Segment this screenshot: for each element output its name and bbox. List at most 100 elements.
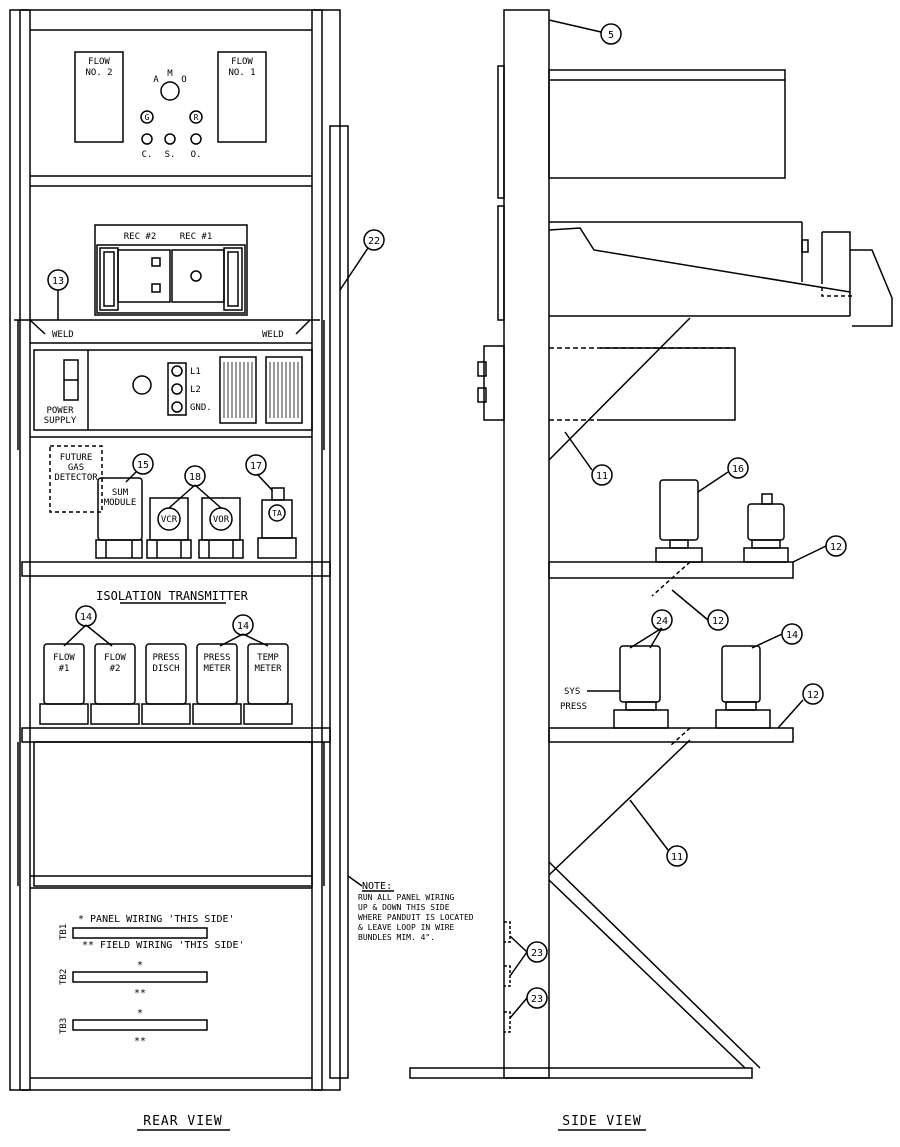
pushbutton-c [141, 133, 153, 145]
callout-24 [651, 609, 673, 631]
power-supply-module [33, 349, 313, 431]
flow-2-line2: #2 [110, 664, 121, 674]
ta-label: TA [272, 509, 282, 518]
tb3-label: TB3 [59, 1018, 69, 1034]
flow-indicator-1 [217, 51, 267, 143]
flow-indicator-side [548, 69, 786, 179]
heat-sink-1 [219, 356, 257, 424]
right-rail [311, 9, 323, 1091]
note-line-1: RUN ALL PANEL WIRING [358, 893, 455, 902]
sys-press-line1: SYS [564, 687, 580, 697]
callout-14b-text: 14 [237, 621, 249, 632]
callout-22 [363, 229, 385, 251]
selector-label-a: A [153, 75, 159, 85]
flow-no-1-line2: NO. 1 [228, 68, 255, 78]
callout-14-side [781, 623, 803, 645]
panel-wiring-label: * PANEL WIRING 'THIS SIDE' [78, 914, 235, 925]
selector-label-m: M [167, 69, 173, 79]
callout-12-middle [707, 609, 729, 631]
flow-1-line1: FLOW [53, 653, 75, 663]
sum-module-line2: MODULE [104, 498, 137, 508]
callout-23-lower [526, 987, 548, 1009]
transmitter-row: FLOW #1 FLOW #2 PRESS DISCH PRESS METER … [39, 643, 293, 725]
gas-detector-line3: DETECTOR [54, 473, 98, 483]
tb2-label: TB2 [59, 969, 69, 985]
callout-11a-text: 11 [596, 471, 608, 482]
callout-23-upper [526, 941, 548, 963]
callout-13-text: 13 [52, 276, 64, 287]
callout-24-text: 24 [656, 616, 668, 627]
note-title: NOTE: [362, 881, 392, 892]
callout-23a-text: 23 [531, 948, 543, 959]
recorder-1 [171, 249, 225, 303]
upper-brace [548, 317, 691, 461]
terminal-block-tb3 [72, 1019, 208, 1031]
blank-panel [33, 741, 313, 887]
recorder-2 [117, 249, 171, 303]
lower-brace [548, 739, 691, 876]
flow-indicator-2 [74, 51, 124, 143]
button-label-o: O. [191, 150, 202, 160]
rear-view-caption: REAR VIEW [143, 1114, 222, 1129]
side-shelf-lower [548, 727, 794, 743]
callout-12b-text: 12 [712, 616, 724, 627]
callout-22-text: 22 [368, 236, 380, 247]
terminal-block-tb1 [72, 927, 208, 939]
callout-16-text: 16 [732, 464, 744, 475]
flow-2-line1: FLOW [104, 653, 126, 663]
callout-17-text: 17 [250, 461, 262, 472]
gas-detector-line2: GAS [68, 463, 84, 473]
shelf-lower [21, 727, 331, 743]
press-disch-line1: PRESS [152, 653, 179, 663]
callout-14-rear-right [232, 614, 254, 636]
sum-module-line1: SUM [112, 488, 129, 498]
side-shelf-upper [548, 561, 794, 579]
callout-5-text: 5 [608, 30, 614, 41]
rear-frame [9, 9, 341, 1091]
selector-label-o: O [181, 75, 186, 85]
terminal-l1: L1 [190, 367, 201, 377]
side-base [409, 1067, 753, 1079]
note-line-5: BUNDLES MIM. 4". [358, 933, 435, 942]
flow-no-2-line1: FLOW [88, 57, 110, 67]
isolation-label: ISOLATION TRANSMITTER [96, 589, 248, 603]
gas-detector-line1: FUTURE [60, 453, 93, 463]
callout-15-text: 15 [137, 460, 149, 471]
flow-1-line2: #1 [59, 664, 70, 674]
weld-right-label: WELD [262, 330, 284, 340]
tb3-star: * [137, 1008, 143, 1019]
vor-label: VOR [213, 515, 230, 525]
base-brace [548, 861, 761, 1069]
power-supply-line2: SUPPLY [44, 416, 77, 426]
vcr-label: VCR [161, 515, 178, 525]
callout-18-text: 18 [189, 472, 201, 483]
pushbutton-o [190, 133, 202, 145]
weld-left-label: WELD [52, 330, 74, 340]
side-view: SYS PRESS SIDE VIEW [409, 9, 893, 1131]
pushbutton-s [164, 133, 176, 145]
callout-11b-text: 11 [671, 852, 683, 863]
terminal-strip [167, 362, 187, 416]
wire-duct [329, 125, 349, 1079]
callout-bubbles: 5 22 13 15 18 17 14 14 11 16 12 [47, 19, 847, 1019]
field-wiring-label: ** FIELD WIRING 'THIS SIDE' [82, 940, 245, 951]
power-supply-line1: POWER [46, 406, 74, 416]
side-sys-press-transmitter [619, 645, 661, 703]
callout-23b-text: 23 [531, 994, 543, 1005]
left-rail [19, 9, 31, 1091]
terminal-l2: L2 [190, 385, 201, 395]
callout-11-upper [591, 464, 613, 486]
lamp-red [189, 110, 203, 124]
sys-press-line2: PRESS [560, 702, 587, 712]
callout-17 [245, 454, 267, 476]
rear-view: FLOW NO. 2 FLOW NO. 1 A M O G R C. S. O.… [9, 9, 349, 1131]
callout-12c-text: 12 [807, 690, 819, 701]
terminal-block-tb2 [72, 971, 208, 983]
press-meter-line2: METER [203, 664, 231, 674]
power-knob [132, 375, 152, 395]
temp-meter-line2: METER [254, 664, 282, 674]
side-transmitter-14 [721, 645, 761, 703]
shelf-upper [21, 561, 331, 577]
tb2-double-star: ** [134, 988, 146, 999]
callout-16 [727, 457, 749, 479]
